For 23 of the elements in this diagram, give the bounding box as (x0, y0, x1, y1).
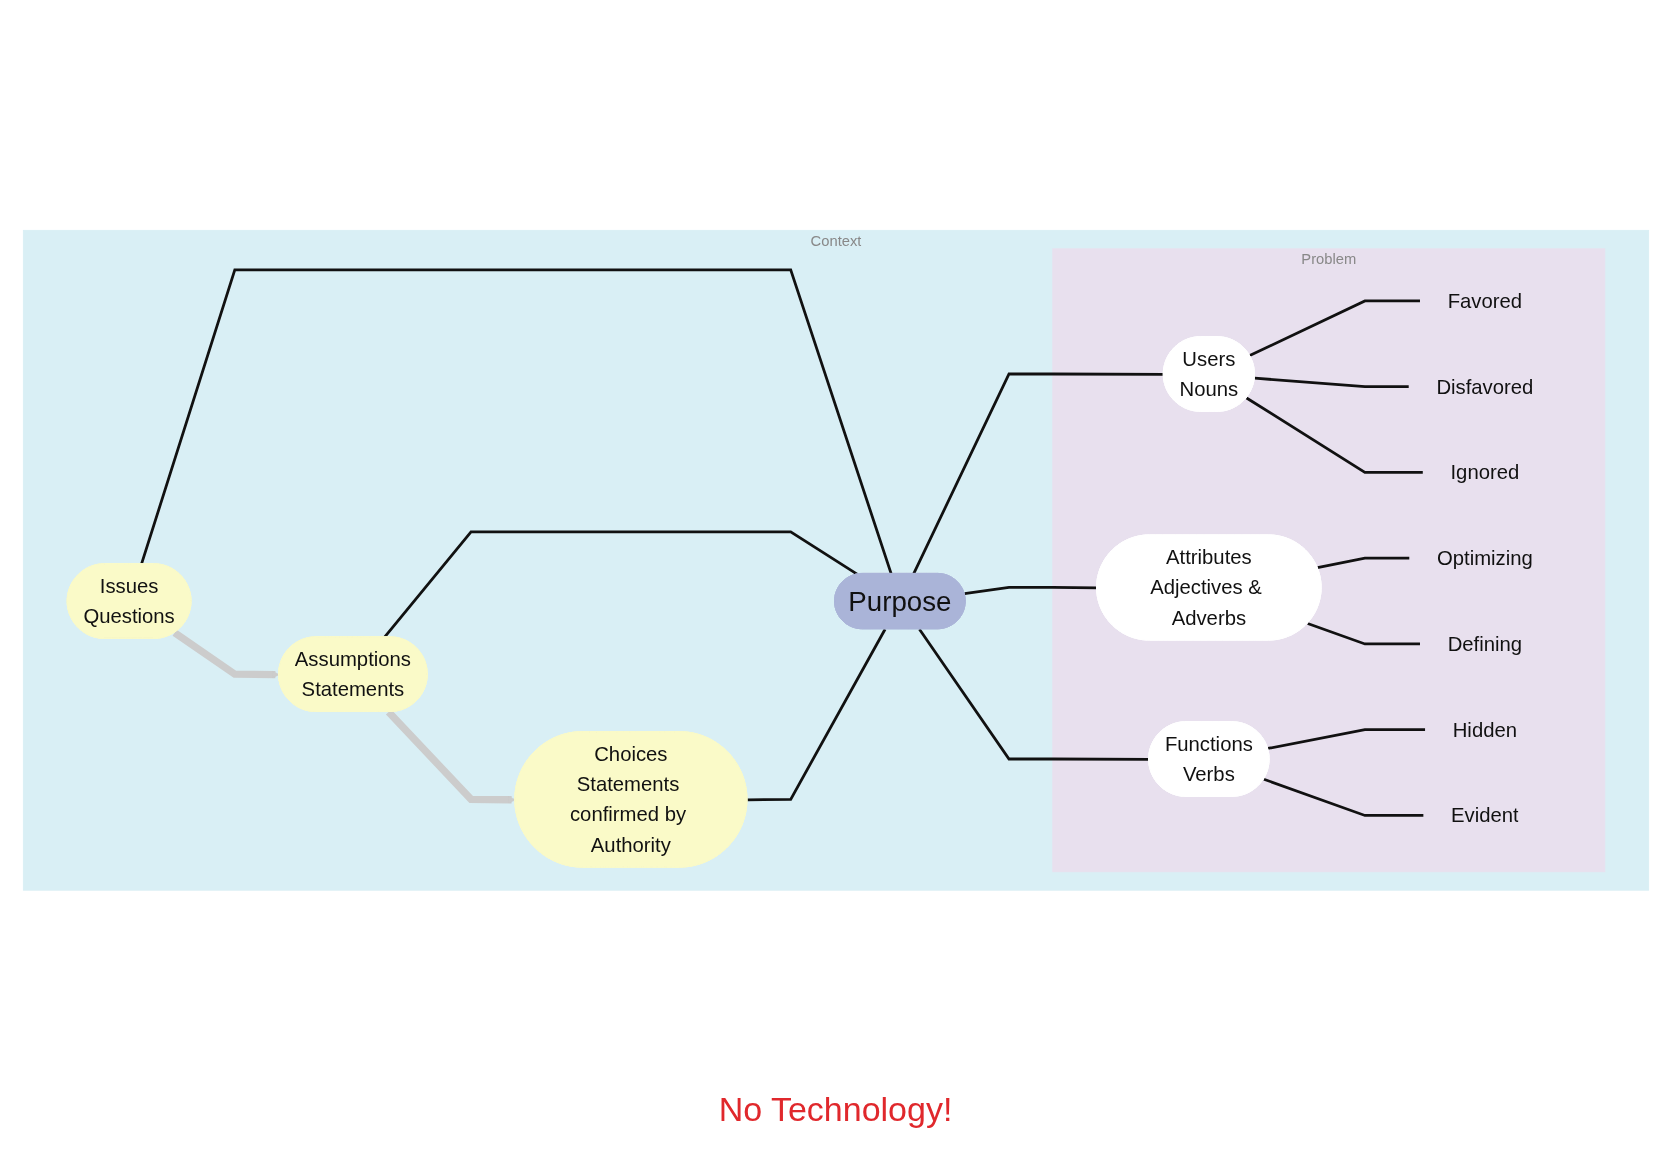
node-text: Evident (1450, 803, 1519, 827)
node-text: Defining (1447, 632, 1522, 656)
connector (746, 628, 886, 801)
node-text: Disfavored (1435, 374, 1533, 398)
node-text: Ignored (1449, 460, 1519, 484)
note-text: No Technology! (718, 1090, 953, 1129)
connector (1254, 376, 1409, 388)
connector (382, 530, 858, 638)
arrow (172, 629, 279, 679)
connector (1262, 777, 1423, 817)
connector (1267, 728, 1425, 750)
connector (1306, 621, 1420, 646)
node-text: Favored (1447, 289, 1522, 313)
arrow (385, 709, 516, 804)
node-text: Optimizing (1436, 546, 1533, 570)
connector (1245, 396, 1423, 474)
connector (139, 268, 893, 575)
connector (1316, 556, 1409, 569)
connector (1248, 299, 1420, 357)
connector (917, 628, 1149, 761)
connector (911, 372, 1164, 575)
connector (963, 585, 1097, 595)
node-text: Hidden (1452, 717, 1517, 741)
